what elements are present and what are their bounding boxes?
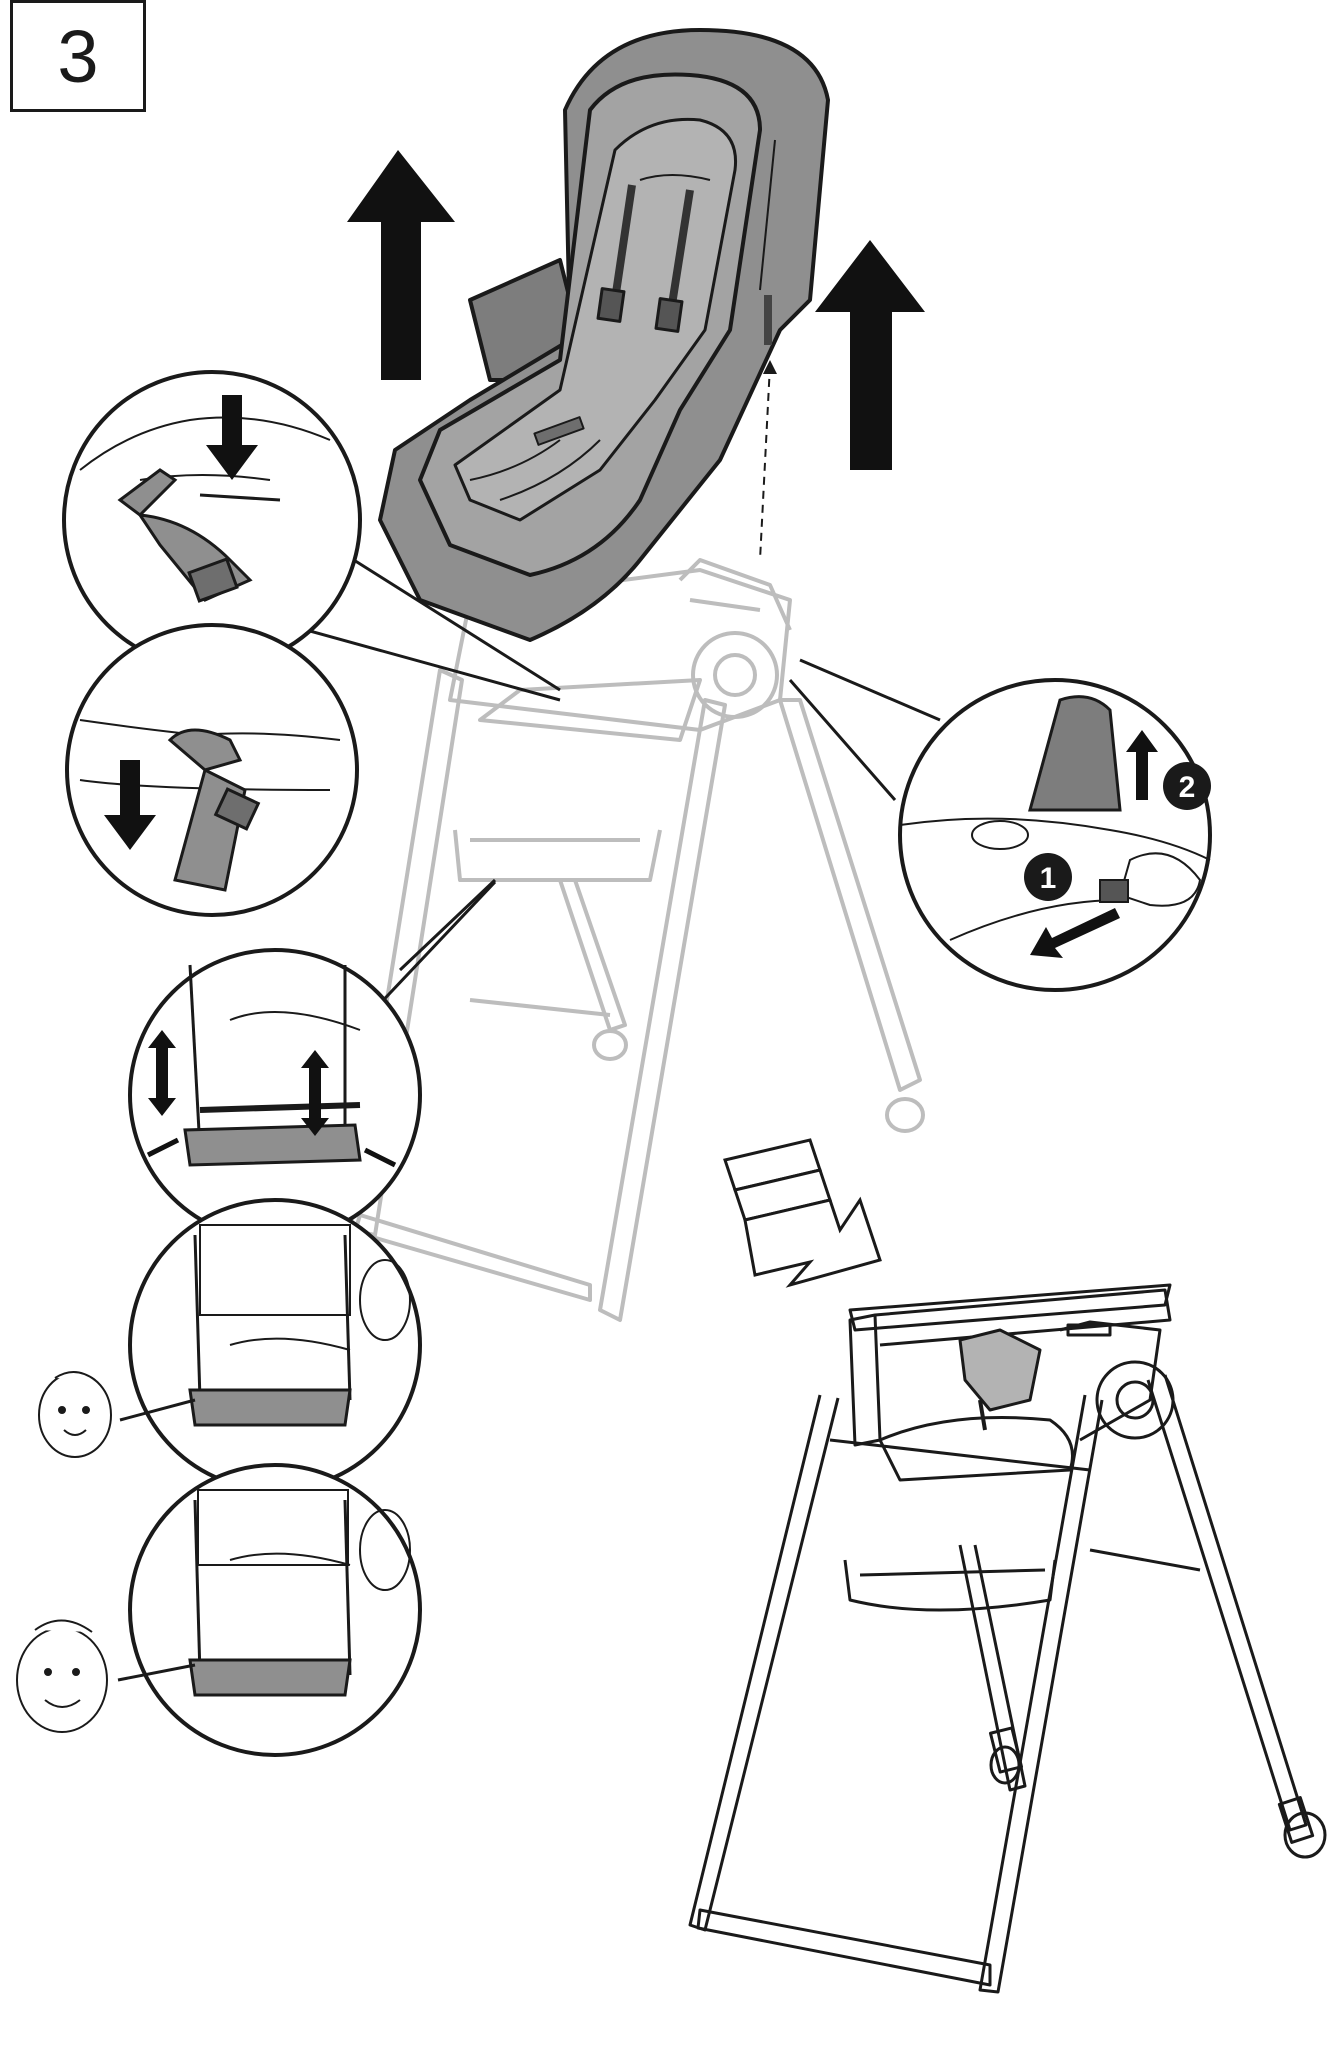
callout-leaders [269,543,941,1032]
down-arrow-icon [206,395,258,480]
callout-release: 2 1 [898,678,1212,992]
press-arrow-icon [363,1147,397,1168]
badge-2-label: 2 [1179,771,1196,804]
pull-arrow-icon [1030,908,1120,958]
highchair-ghost [348,558,925,1322]
press-arrow-icon [146,1137,180,1158]
double-arrow-icon [148,1030,176,1116]
callout-strap-bottom [65,623,359,917]
fold-arrow-icon [723,1138,882,1288]
callout-footrest-low [117,1463,422,1757]
toddler-face-icon [16,1619,108,1733]
down-arrow-icon [104,760,156,850]
double-arrow-icon [301,1050,329,1136]
up-arrow-icon [347,150,455,380]
step-number-box: 3 [10,0,146,112]
seat-pad [378,28,830,642]
step-badge-2: 2 [1163,762,1211,810]
step-badge-1: 1 [1024,853,1072,901]
callout-footrest-adjust [128,948,422,1242]
highchair-final [688,1283,1327,1994]
step-number: 3 [57,14,99,98]
up-arrow-icon [815,240,925,470]
up-arrow-icon [1126,730,1158,800]
baby-face-icon [38,1371,112,1458]
badge-1-label: 1 [1040,862,1057,895]
callout-footrest-high [119,1198,422,1492]
callout-strap-top [62,370,362,670]
dashed-arrow-icon [759,360,777,561]
